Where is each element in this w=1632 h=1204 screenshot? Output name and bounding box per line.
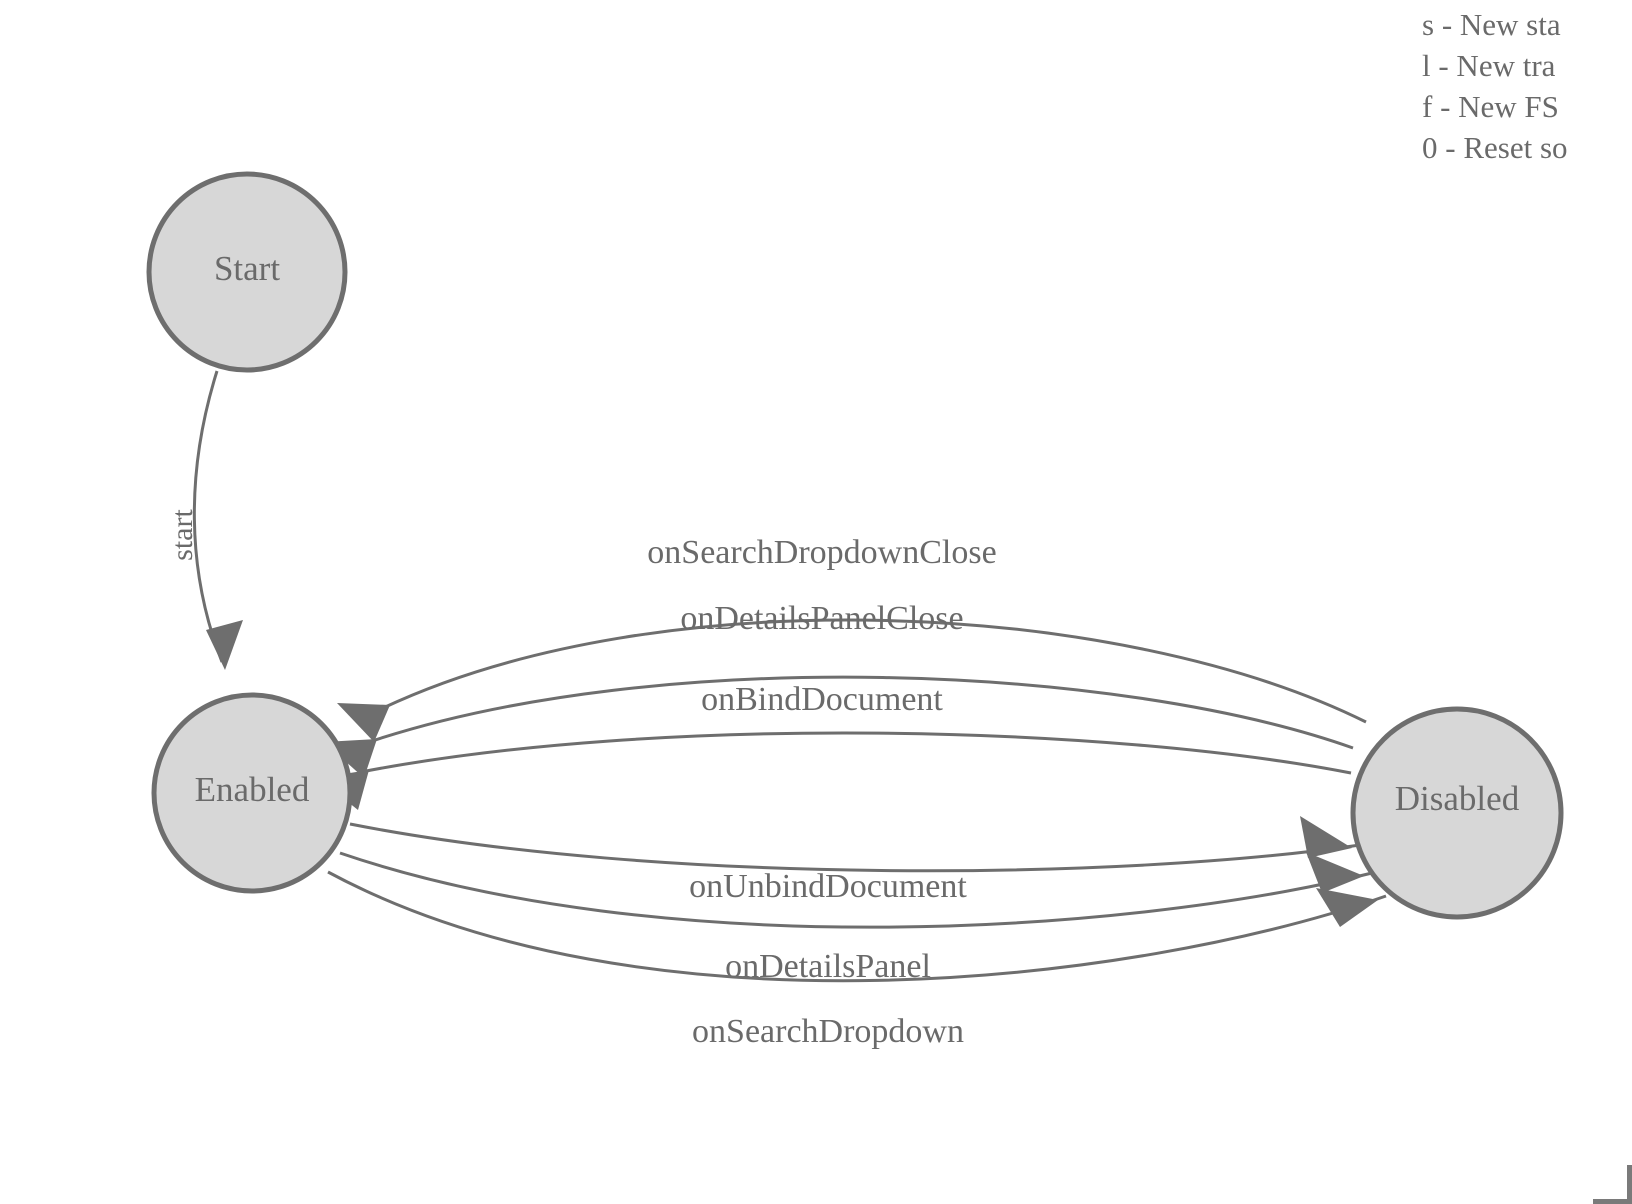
state-node-disabled[interactable]: Disabled: [1350, 706, 1564, 920]
resize-corner-handle[interactable]: [1593, 1165, 1632, 1204]
transition-start[interactable]: start: [166, 370, 243, 670]
transition-label: onUnbindDocument: [689, 868, 967, 905]
transition-label: onBindDocument: [701, 681, 943, 718]
state-node-circle[interactable]: [151, 692, 353, 894]
transition-onSearchDropdownClose[interactable]: onSearchDropdownClose: [337, 534, 1367, 742]
transition-onSearchDropdown[interactable]: onSearchDropdown: [327, 870, 1387, 1050]
state-node-start[interactable]: Start: [146, 171, 348, 373]
state-node-label: Start: [214, 249, 280, 288]
state-node-enabled[interactable]: Enabled: [151, 692, 353, 894]
help-line-reset: 0 - Reset so: [1422, 130, 1568, 165]
state-node-circle[interactable]: [146, 171, 348, 373]
transition-path[interactable]: [382, 618, 1367, 724]
arrowhead-icon: [1306, 852, 1364, 893]
transition-onUnbindDocument[interactable]: onUnbindDocument: [349, 816, 1361, 905]
transition-path[interactable]: [360, 731, 1352, 775]
arrowhead-icon: [1316, 888, 1378, 927]
transition-path[interactable]: [327, 870, 1387, 983]
transition-onBindDocument[interactable]: onBindDocument: [318, 681, 1352, 810]
help-line-new-fsm: f - New FS: [1422, 89, 1559, 124]
transition-label: start: [166, 509, 199, 561]
state-node-label: Disabled: [1395, 779, 1520, 818]
state-node-circle[interactable]: [1350, 706, 1564, 920]
help-line-new-transition: l - New tra: [1422, 48, 1556, 83]
arrowhead-icon: [206, 620, 243, 670]
transition-path[interactable]: [192, 370, 224, 663]
transition-onDetailsPanelClose[interactable]: onDetailsPanelClose: [324, 600, 1354, 778]
transition-path[interactable]: [349, 822, 1361, 873]
state-node-label: Enabled: [195, 770, 310, 809]
help-line-new-state: s - New sta: [1422, 7, 1561, 42]
transition-path[interactable]: [339, 851, 1373, 929]
keyboard-help-panel: s - New sta l - New tra f - New FS 0 - R…: [1422, 0, 1632, 168]
transition-label: onSearchDropdown: [692, 1013, 964, 1050]
transition-label: onDetailsPanelClose: [680, 600, 963, 637]
transition-label: onSearchDropdownClose: [647, 534, 996, 571]
arrowhead-icon: [1300, 816, 1352, 858]
transition-path[interactable]: [368, 675, 1354, 750]
arrowhead-icon: [337, 703, 390, 742]
